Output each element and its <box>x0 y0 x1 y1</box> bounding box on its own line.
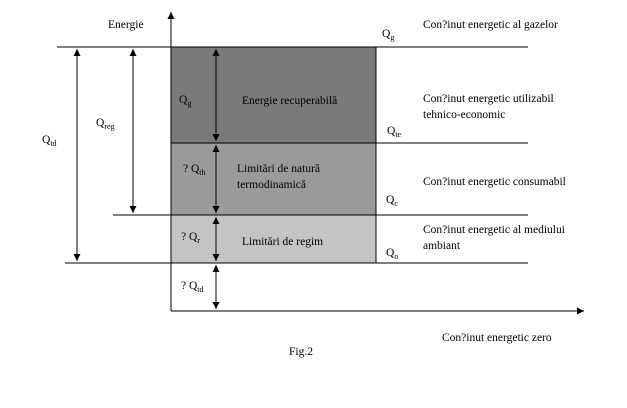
quantity-qr-label: ? Qr <box>181 231 200 245</box>
level-qte-label: Qte <box>387 125 402 139</box>
desc-ambient-2: ambiant <box>423 240 461 252</box>
y-axis-label: Energie <box>108 19 144 31</box>
desc-consumable: Con?inut energetic consumabil <box>423 176 566 188</box>
level-qo-label: Qo <box>386 247 398 261</box>
quantity-qth-label: ? Qth <box>183 163 206 177</box>
quantity-qtd-low-label: ? Qtd <box>181 280 204 294</box>
figure-caption: Fig.2 <box>289 346 313 358</box>
level-qg-label: Qg <box>382 28 394 42</box>
block-regime-limits <box>171 215 376 263</box>
block-thermodynamic-limits <box>171 143 376 215</box>
thermodynamic-limits-label-1: Limitări de natură <box>237 163 320 175</box>
desc-usable-2: tehnico-economic <box>423 109 505 121</box>
desc-gases: Con?inut energetic al gazelor <box>423 19 558 31</box>
level-qc-label: Qc <box>386 194 398 208</box>
recoverable-energy-label: Energie recuperabilă <box>242 95 337 107</box>
x-axis-label: Con?inut energetic zero <box>442 332 552 344</box>
regime-limits-label: Limitări de regim <box>242 236 323 248</box>
quantity-qg-label: Qg <box>179 94 191 108</box>
block-recoverable-energy <box>171 47 376 143</box>
quantity-qreg-label: Qreg <box>96 117 115 131</box>
thermodynamic-limits-label-2: termodinamică <box>237 179 306 191</box>
quantity-qtd-label: Qtd <box>42 134 57 148</box>
desc-ambient-1: Con?inut energetic al mediului <box>423 224 565 236</box>
desc-usable-1: Con?inut energetic utilizabil <box>423 93 554 105</box>
